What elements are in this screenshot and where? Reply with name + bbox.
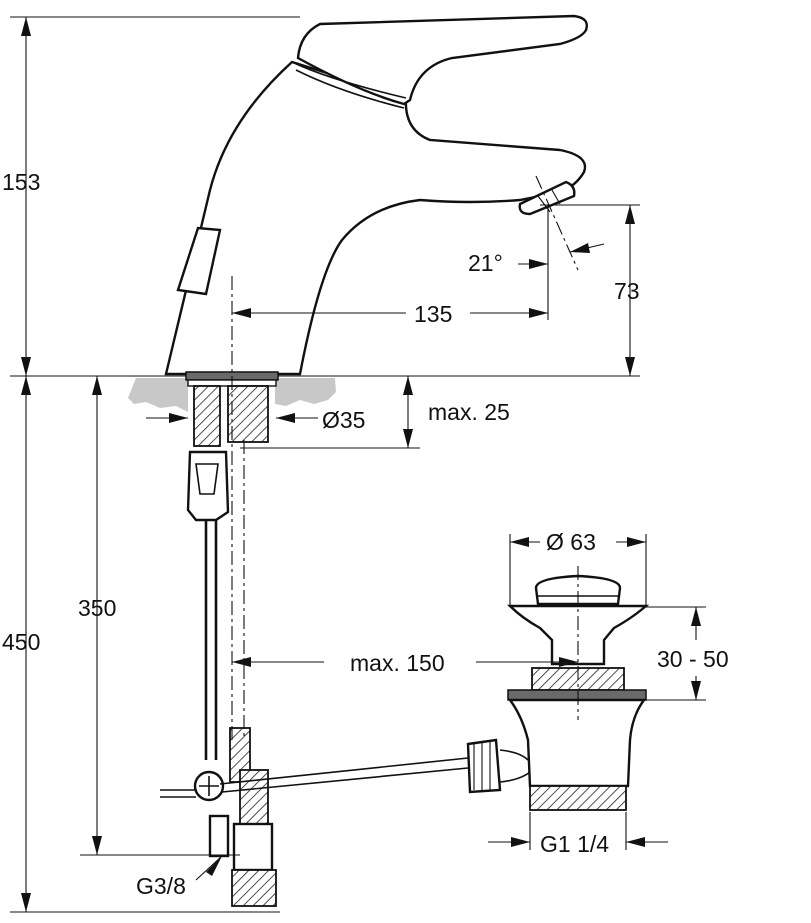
center-lines [231, 175, 579, 740]
label-waste-diameter: Ø 63 [546, 529, 596, 555]
waste-drain [466, 574, 650, 811]
label-hose-length: 350 [78, 595, 116, 621]
dimension-lines [10, 16, 706, 913]
label-max-deck: max. 25 [428, 399, 510, 425]
label-max-horizontal: max. 150 [350, 650, 445, 676]
faucet-body [164, 14, 588, 387]
label-hole-diameter: Ø35 [322, 407, 365, 433]
supply-hoses [160, 385, 469, 907]
label-waste-thread: G1 1/4 [540, 831, 609, 857]
label-height-total: 153 [2, 169, 40, 195]
countertop [10, 375, 640, 412]
label-total-depth: 450 [2, 629, 40, 655]
label-waste-adjust: 30 - 50 [657, 646, 729, 672]
label-spout-angle: 21° [468, 250, 503, 276]
dimension-labels: 153 73 135 21° Ø35 max. 25 350 450 max. … [2, 169, 729, 899]
label-spout-height: 73 [614, 278, 640, 304]
label-spout-reach: 135 [414, 301, 452, 327]
label-supply-thread: G3/8 [136, 873, 186, 899]
